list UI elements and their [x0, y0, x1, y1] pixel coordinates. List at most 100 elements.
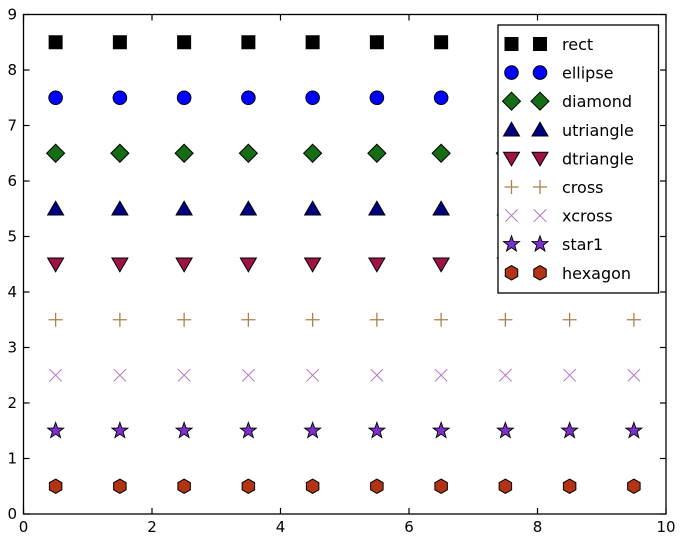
marker-rect	[177, 35, 192, 50]
legend-marker-star1	[502, 234, 521, 253]
marker-xcross	[113, 368, 127, 382]
legend-marker-rect	[504, 37, 519, 51]
marker-diamond	[238, 143, 259, 163]
marker-star1	[367, 421, 387, 439]
legend-marker-cross	[533, 180, 547, 194]
marker-dtriangle	[432, 257, 450, 273]
marker-hexagon	[177, 478, 191, 495]
marker-utriangle	[368, 200, 386, 216]
marker-cross	[112, 312, 127, 327]
legend-entry-xcross: xcross	[504, 207, 613, 226]
marker-cross	[626, 312, 641, 327]
marker-cross	[241, 312, 256, 327]
marker-star1	[174, 421, 194, 439]
legend-marker-star1	[530, 234, 550, 253]
x-tick-label: 6	[404, 518, 414, 536]
y-tick-label: 2	[7, 394, 17, 412]
x-tick-label: 2	[147, 518, 157, 536]
marker-ellipse	[48, 90, 63, 106]
marker-utriangle	[111, 200, 129, 216]
x-tick-label: 8	[533, 518, 543, 536]
axes-frame	[22, 13, 667, 515]
marker-xcross	[306, 368, 320, 382]
legend-marker-hexagon	[504, 265, 519, 281]
x-tick-label: 10	[656, 518, 675, 536]
marker-ellipse	[305, 90, 320, 106]
marker-utriangle	[432, 200, 450, 216]
series-dtriangle	[46, 257, 643, 273]
marker-star1	[239, 421, 258, 439]
marker-cross	[48, 312, 63, 327]
marker-xcross	[563, 368, 577, 382]
legend-entry-hexagon: hexagon	[504, 264, 631, 283]
marker-xcross	[370, 368, 384, 382]
marker-ellipse	[112, 90, 128, 106]
marker-utriangle	[175, 200, 193, 216]
series-hexagon	[48, 478, 641, 495]
legend-marker-utriangle	[531, 121, 549, 137]
marker-dtriangle	[46, 257, 65, 273]
marker-hexagon	[48, 478, 63, 495]
marker-star1	[46, 421, 65, 439]
marker-star1	[560, 421, 579, 439]
marker-cross	[305, 312, 320, 327]
y-tick-label: 6	[7, 172, 17, 190]
marker-hexagon	[627, 478, 641, 495]
marker-dtriangle	[368, 257, 386, 273]
marker-hexagon	[562, 478, 577, 495]
y-tick-label: 0	[7, 505, 17, 523]
marker-ellipse	[433, 90, 449, 106]
legend-label: xcross	[562, 207, 613, 226]
marker-cross	[434, 312, 449, 327]
marker-dtriangle	[175, 257, 193, 273]
legend-marker-utriangle	[502, 121, 521, 137]
marker-rect	[369, 35, 384, 50]
marker-hexagon	[305, 478, 320, 495]
marker-diamond	[431, 143, 451, 163]
legend-label: diamond	[562, 92, 632, 111]
marker-cross	[562, 312, 577, 327]
y-tick-label: 5	[7, 228, 17, 246]
legend-marker-ellipse	[532, 65, 548, 80]
marker-ellipse	[369, 90, 385, 106]
marker-diamond	[174, 143, 194, 163]
legend-marker-diamond	[530, 91, 550, 111]
y-tick-label: 8	[7, 61, 17, 79]
marker-star1	[110, 421, 130, 439]
marker-dtriangle	[111, 257, 129, 273]
marker-ellipse	[176, 90, 192, 106]
marker-cross	[177, 312, 192, 327]
marker-utriangle	[239, 200, 258, 216]
legend-label: utriangle	[562, 121, 634, 140]
marker-xcross	[434, 368, 448, 382]
marker-hexagon	[434, 478, 448, 495]
marker-diamond	[302, 143, 323, 163]
y-tick-label: 3	[7, 339, 17, 357]
legend-entry-rect: rect	[504, 35, 593, 54]
marker-rect	[241, 35, 256, 50]
y-tick-label: 1	[7, 450, 17, 468]
legend-entry-dtriangle: dtriangle	[502, 149, 634, 168]
marker-rect	[305, 35, 320, 50]
legend-marker-cross	[504, 180, 519, 194]
legend-label: hexagon	[562, 264, 631, 283]
legend-entry-utriangle: utriangle	[502, 121, 634, 140]
legend-marker-diamond	[501, 91, 522, 111]
legend-label: ellipse	[562, 64, 614, 83]
marker-xcross	[177, 368, 191, 382]
marker-xcross	[627, 368, 641, 382]
marker-utriangle	[46, 200, 65, 216]
marker-xcross	[498, 368, 512, 382]
marker-xcross	[49, 368, 63, 382]
legend-marker-dtriangle	[531, 151, 549, 167]
legend-entry-diamond: diamond	[501, 91, 632, 111]
legend-label: cross	[562, 178, 603, 197]
series-xcross	[49, 368, 641, 382]
marker-star1	[431, 421, 451, 439]
series-star1	[46, 421, 644, 439]
y-tick-label: 7	[7, 117, 17, 135]
legend-label: star1	[562, 235, 603, 254]
